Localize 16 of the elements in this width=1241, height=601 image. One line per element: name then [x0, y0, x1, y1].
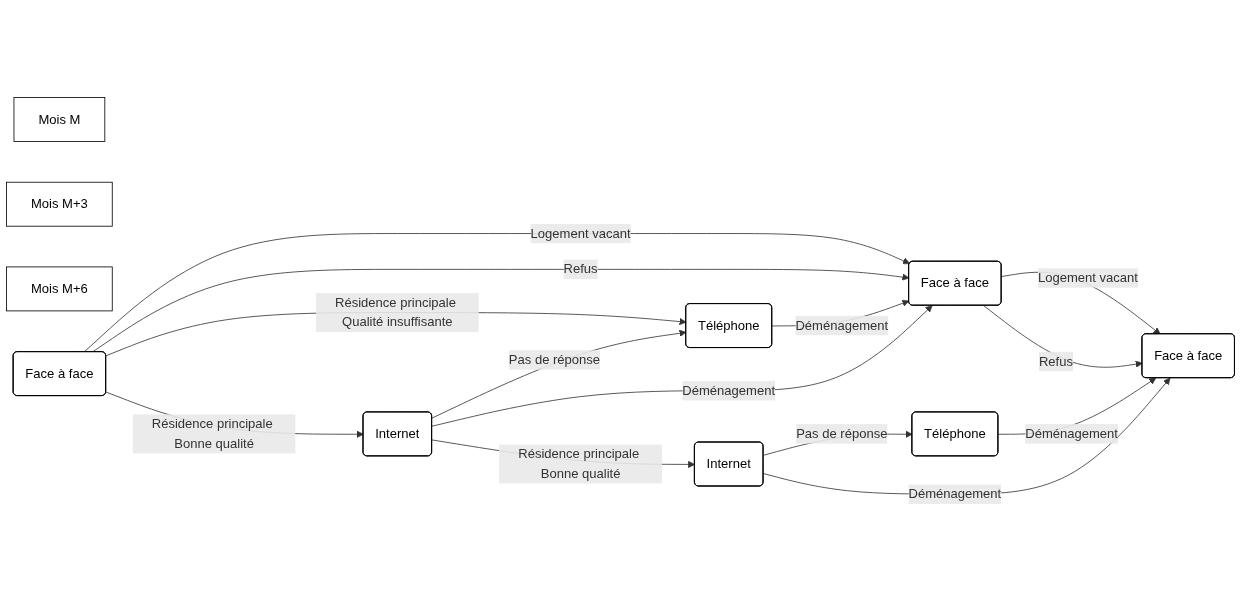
edge-label: Logement vacant — [1037, 270, 1138, 285]
node-box: Mois M+3 — [6, 181, 113, 227]
edge-label: Pas de réponse — [796, 426, 888, 441]
edge-label: Refus — [563, 261, 598, 276]
edge-label: Résidence principale Qualité insuffisante — [335, 295, 456, 329]
edge-label: Déménagement — [795, 318, 889, 332]
edge-label: Résidence principale Bonne qualité — [518, 446, 640, 481]
node-box: Mois M+6 — [6, 266, 113, 312]
edge-label: Déménagement — [1025, 426, 1118, 441]
edge-label: Pas de réponse — [508, 352, 601, 367]
edge-label: Logement vacant — [530, 225, 631, 240]
node-box: Mois M — [13, 96, 106, 142]
edge-label: Déménagement — [682, 383, 776, 398]
edge-label: Refus — [1038, 353, 1073, 368]
edge-label: Déménagement — [908, 486, 1002, 501]
edge-label: Résidence principale Bonne qualité — [151, 416, 273, 450]
